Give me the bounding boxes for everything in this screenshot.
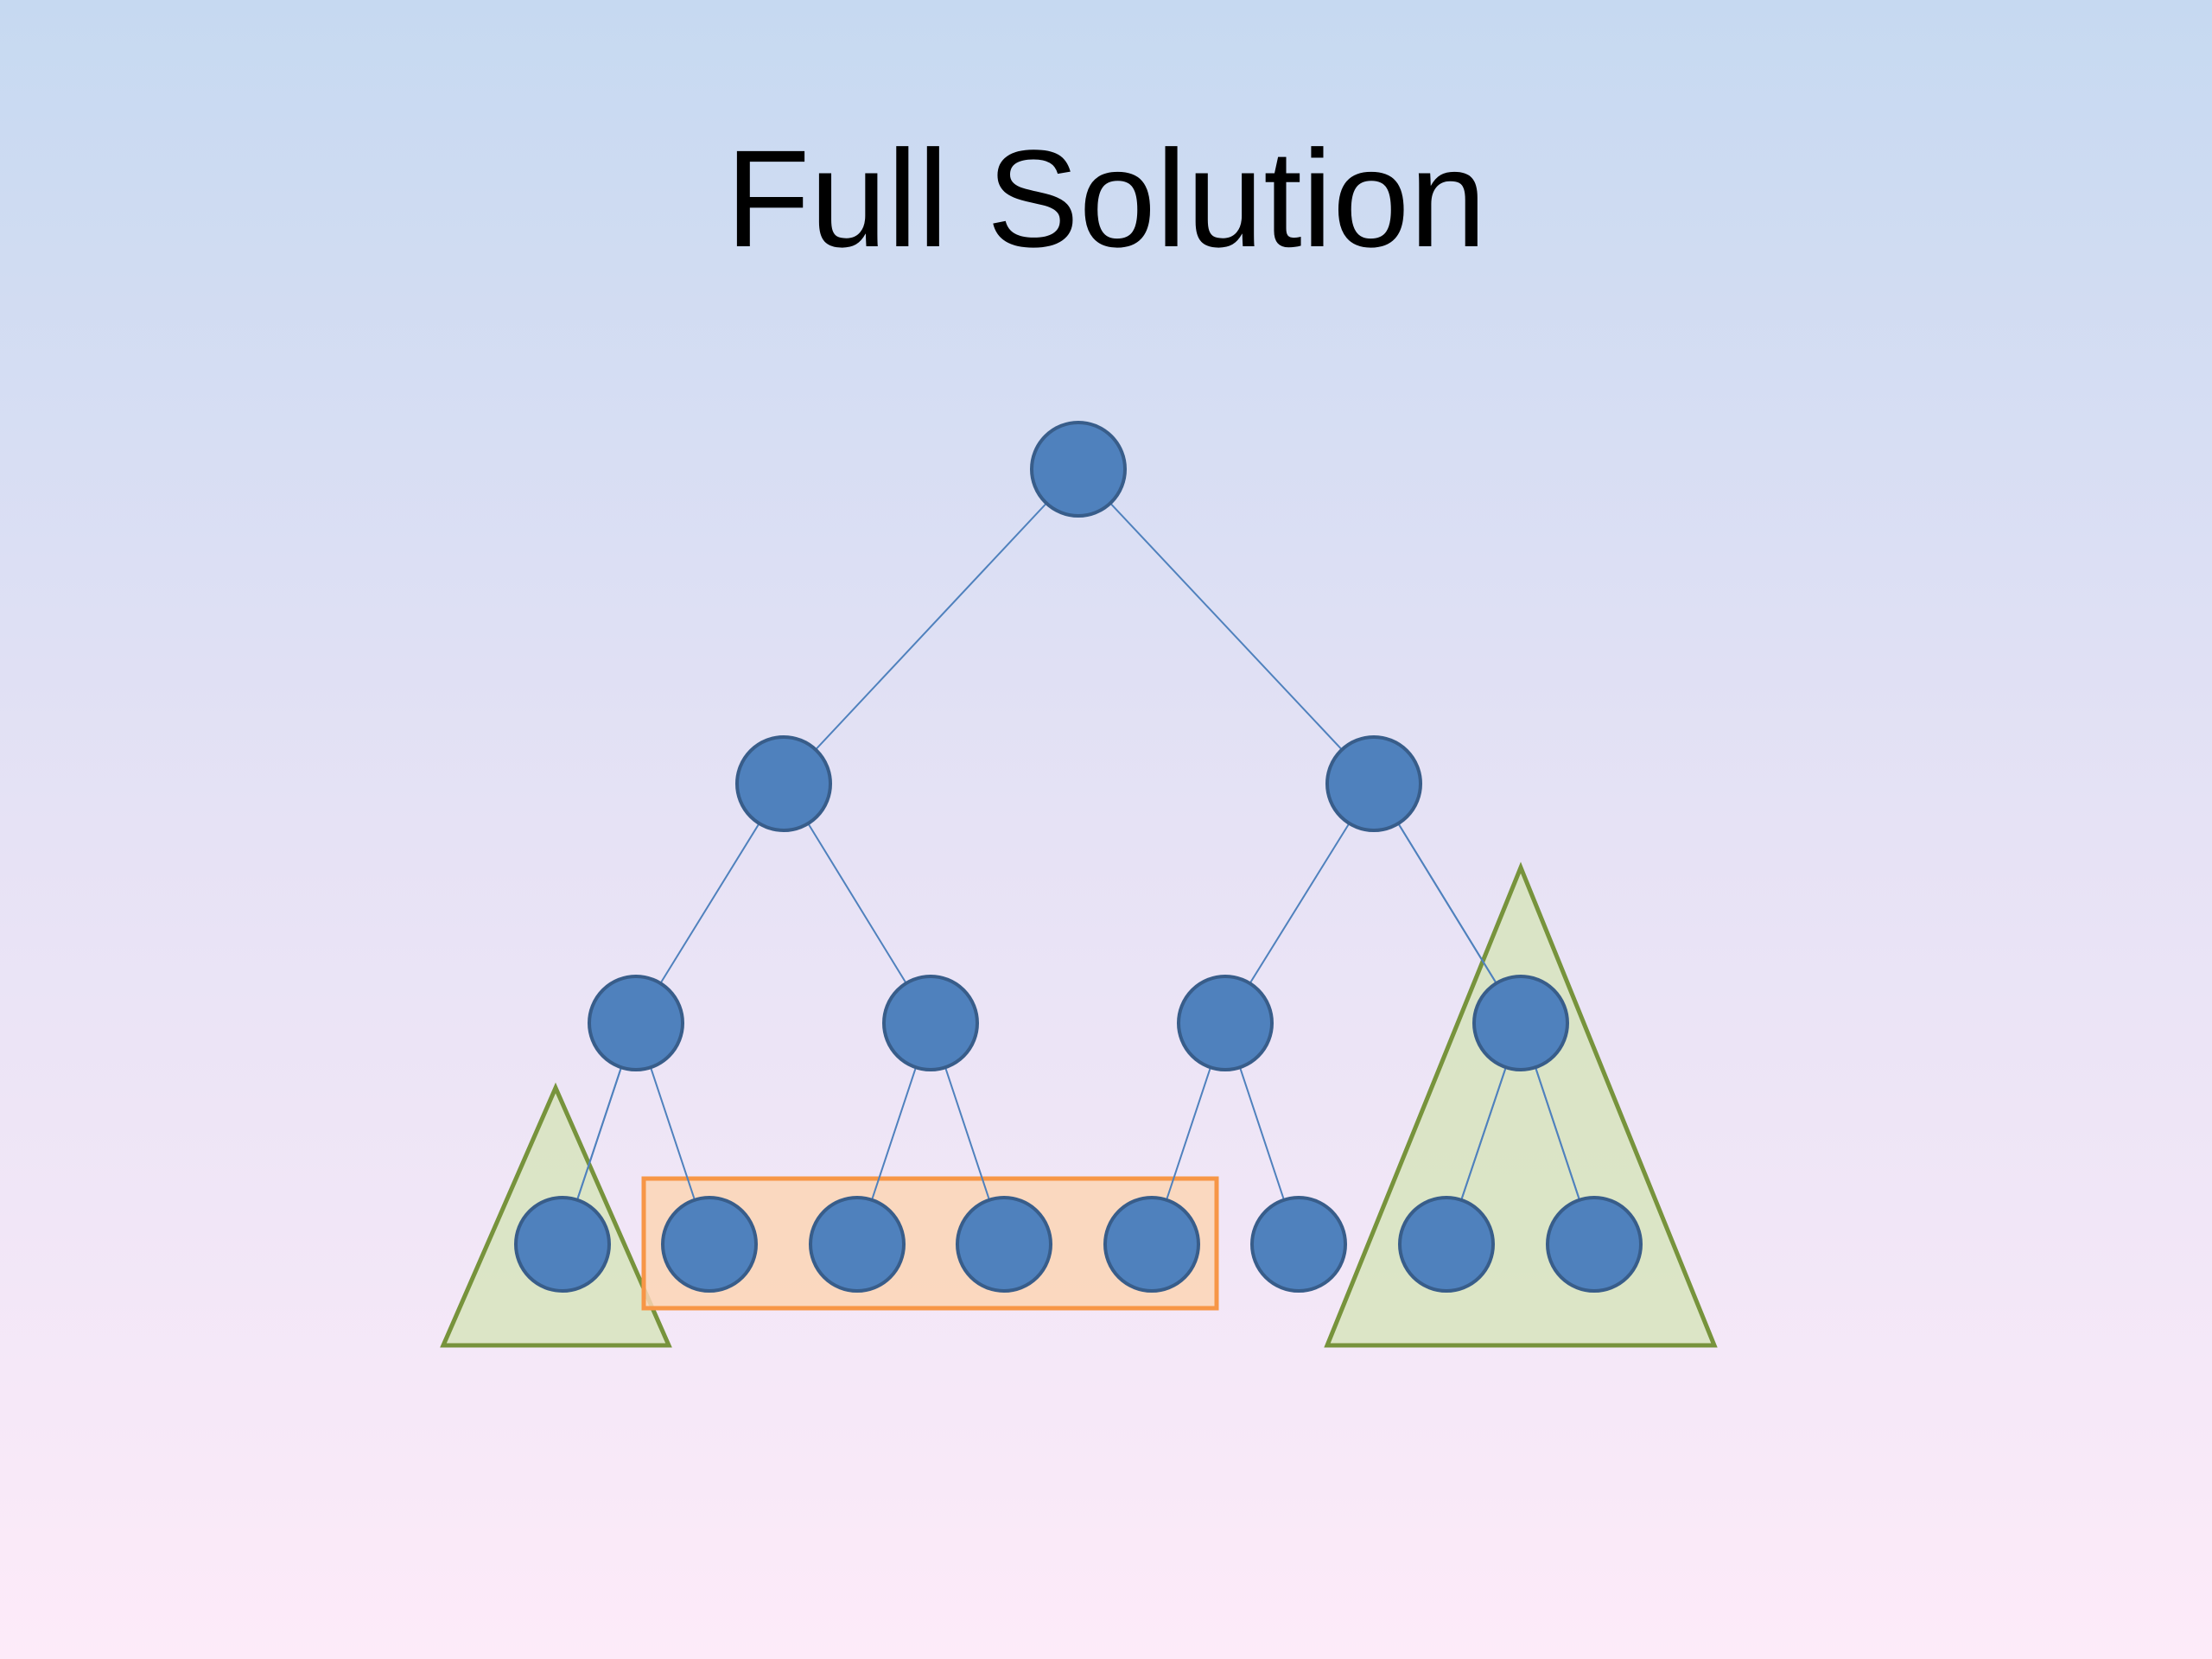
tree-node [1472,975,1569,1071]
tree-node [588,975,684,1071]
leaf-node [1398,1196,1495,1293]
leaf-node [661,1196,758,1293]
leaf-node [1103,1196,1200,1293]
tree-node [882,975,979,1071]
tree-nodes [514,421,1643,1293]
tree-node [1325,735,1422,832]
right-subtree-triangle [1324,861,1718,1348]
tree-node [735,735,832,832]
leaf-node [809,1196,906,1293]
root-node [1030,421,1127,518]
tree-node [1177,975,1274,1071]
leaf-node [1250,1196,1347,1293]
slide-title: Full Solution [725,121,1487,276]
tree-edge [783,468,1079,785]
leaf-node [514,1196,611,1293]
leaf-node [956,1196,1052,1293]
highlight-shapes [440,861,1718,1348]
leaf-node [1546,1196,1643,1293]
tree-edge [1077,468,1375,785]
